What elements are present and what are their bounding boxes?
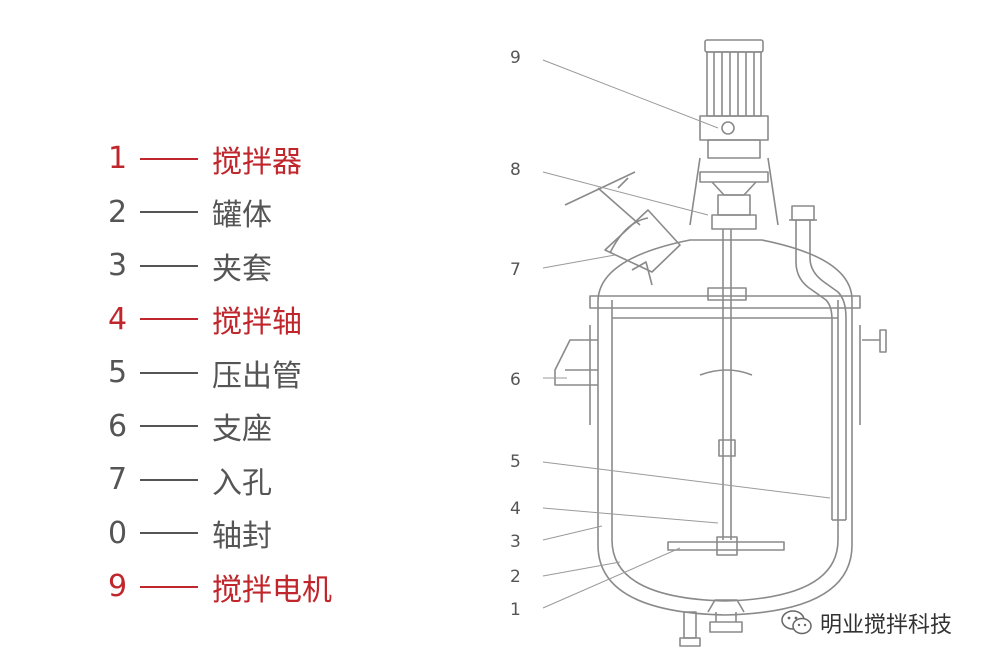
legend-dash — [140, 425, 198, 428]
vessel — [589, 239, 887, 616]
shaft-seal — [689, 157, 779, 230]
legend-item-8: 0 轴封 — [108, 507, 468, 561]
legend-number: 5 — [108, 355, 128, 391]
manhole — [564, 171, 681, 286]
outlet-pipe — [789, 205, 847, 521]
legend-dash — [140, 585, 198, 588]
legend-number: 7 — [108, 462, 128, 498]
legend-number: 6 — [108, 408, 128, 444]
legend-dash — [140, 264, 198, 267]
legend-number: 3 — [108, 248, 128, 284]
diagram-label-1: 1 — [510, 600, 521, 620]
legend-label: 搅拌电机 — [212, 572, 332, 608]
legend-item-3: 3 夹套 — [108, 239, 468, 293]
parts-legend: 1 搅拌器 2 罐体 3 夹套 4 搅拌轴 5 压出管 6 支座 7 入孔 0 轴封 9 搅拌电机 — [108, 132, 468, 614]
legend-dash — [140, 318, 198, 321]
legend-label: 支座 — [212, 412, 272, 448]
diagram-label-6: 6 — [510, 370, 521, 390]
diagram-labels: 9 8 7 6 5 4 3 2 1 — [510, 48, 521, 620]
diagram-label-8: 8 — [510, 160, 521, 180]
legend-dash — [140, 478, 198, 481]
diagram-label-4: 4 — [510, 499, 521, 519]
leader-lines — [542, 59, 831, 609]
legend-label: 搅拌轴 — [212, 305, 302, 341]
legend-dash — [140, 371, 198, 374]
legend-number: 2 — [108, 194, 128, 230]
diagram-label-5: 5 — [510, 452, 521, 472]
diagram-label-9: 9 — [510, 48, 521, 68]
legend-item-2: 2 罐体 — [108, 186, 468, 240]
watermark-text: 明业搅拌科技 — [820, 613, 953, 638]
legend-number: 4 — [108, 301, 128, 337]
legend-number: 9 — [108, 569, 128, 605]
diagram-label-3: 3 — [510, 532, 521, 552]
legend-item-6: 6 支座 — [108, 400, 468, 454]
legend-dash — [140, 532, 198, 535]
legend-dash — [140, 211, 198, 214]
legend-item-7: 7 入孔 — [108, 453, 468, 507]
legend-number: 0 — [108, 515, 128, 551]
legend-label: 夹套 — [212, 251, 272, 287]
legend-label: 入孔 — [212, 465, 272, 501]
legend-item-5: 5 压出管 — [108, 346, 468, 400]
legend-item-4: 4 搅拌轴 — [108, 293, 468, 347]
legend-label: 轴封 — [212, 519, 272, 555]
legend-dash — [140, 157, 198, 160]
motor — [699, 39, 769, 159]
legend-item-9: 9 搅拌电机 — [108, 560, 468, 614]
diagram-label-2: 2 — [510, 567, 521, 587]
support — [554, 339, 598, 386]
agitator — [667, 229, 785, 556]
legend-item-1: 1 搅拌器 — [108, 132, 468, 186]
legend-number: 1 — [108, 141, 128, 177]
legend-label: 压出管 — [212, 358, 302, 394]
watermark: 明业搅拌科技 — [780, 605, 952, 641]
legend-label: 搅拌器 — [212, 144, 302, 180]
diagram-label-7: 7 — [510, 260, 521, 280]
wechat-icon — [781, 610, 812, 635]
legend-label: 罐体 — [212, 198, 272, 234]
bottom-nozzles — [679, 599, 745, 647]
